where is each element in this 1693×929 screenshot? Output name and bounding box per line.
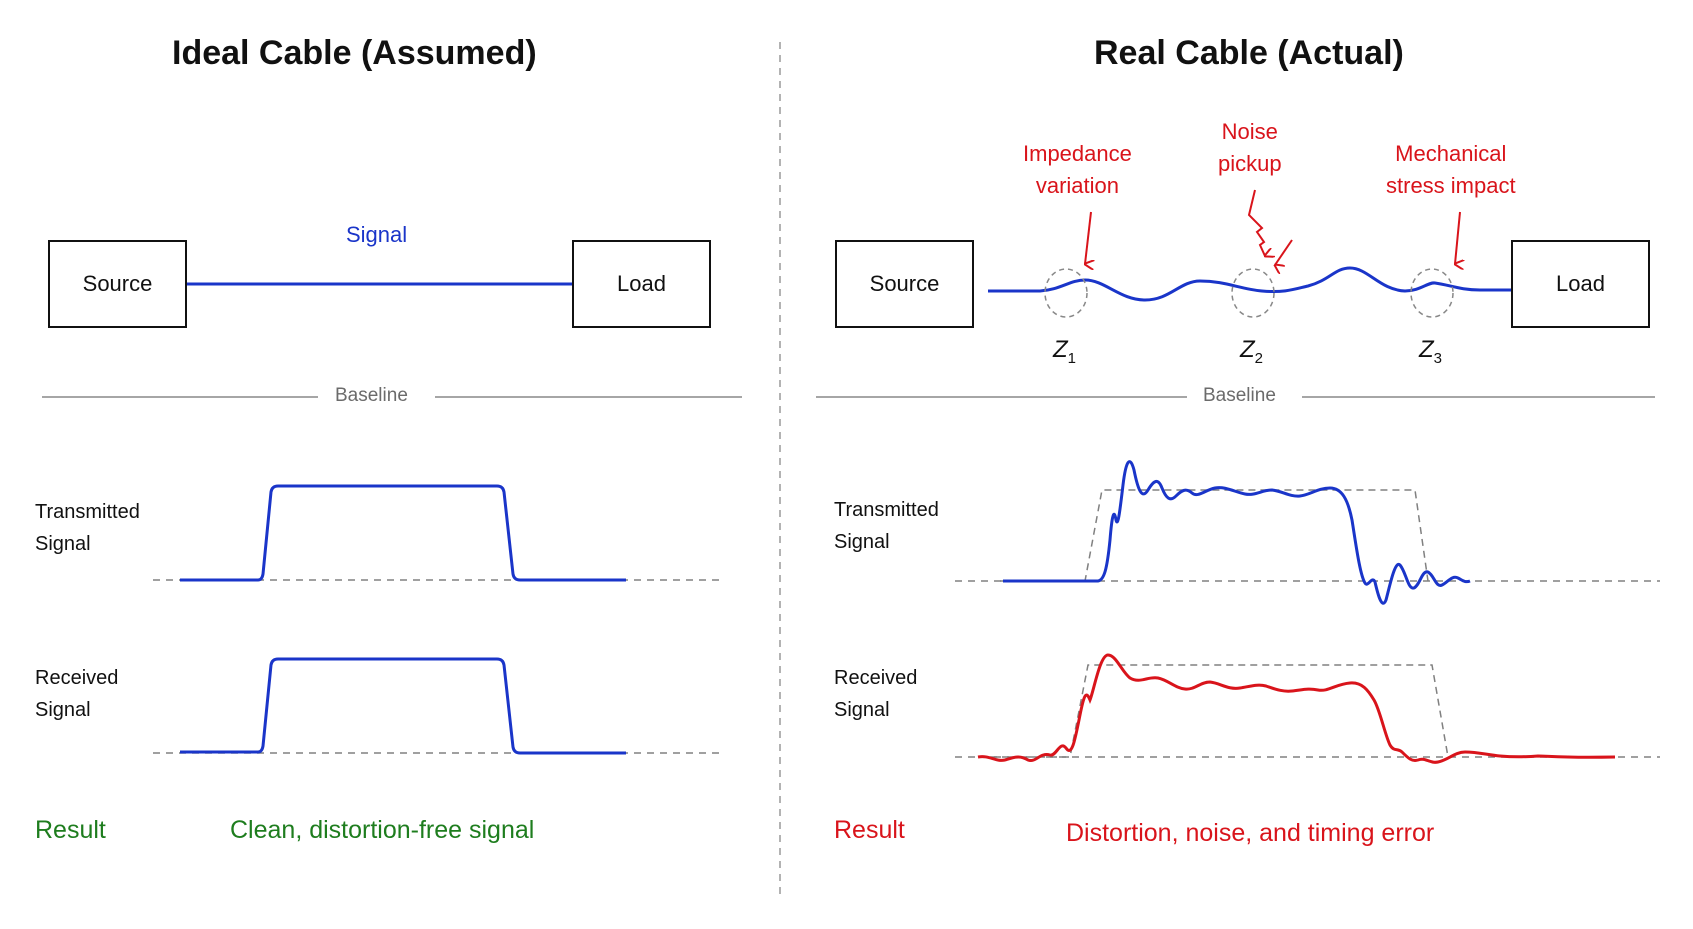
left-transmitted-line1: Transmitted <box>35 501 140 523</box>
right-source-box: Source <box>835 240 974 328</box>
left-transmitted-line2: Signal <box>35 533 91 555</box>
left-received-line2: Signal <box>35 699 91 721</box>
annotation-impedance-variation: Impedance variation <box>1023 141 1132 198</box>
left-result-label: Result <box>35 816 106 844</box>
arrow-noise-icon <box>1275 239 1293 265</box>
arrow-mechanical-icon <box>1455 211 1460 264</box>
right-received-label: Received Signal <box>834 662 917 726</box>
right-transmitted-line2: Signal <box>834 531 890 553</box>
left-received-waveform <box>180 657 626 755</box>
zone-circle-z3 <box>1410 268 1454 318</box>
right-source-label: Source <box>869 271 940 296</box>
right-transmitted-label: Transmitted Signal <box>834 494 939 558</box>
left-load-box: Load <box>572 240 711 328</box>
left-title: Ideal Cable (Assumed) <box>172 34 537 72</box>
right-result-label: Result <box>834 816 905 844</box>
zone-label-z2: Z2 <box>1240 336 1264 367</box>
right-transmitted-line1: Transmitted <box>834 499 939 521</box>
left-baseline-label: Baseline <box>335 385 408 406</box>
arrow-impedance-icon <box>1085 211 1091 264</box>
right-title: Real Cable (Actual) <box>1094 34 1404 72</box>
zone-circle-z2 <box>1231 268 1275 318</box>
right-transmitted-ideal-reference <box>1000 489 1429 582</box>
annotation-noise-pickup: Noise pickup <box>1218 119 1282 176</box>
left-received-label: Received Signal <box>35 662 118 726</box>
right-result-text: Distortion, noise, and timing error <box>1066 819 1435 847</box>
left-transmitted-label: Transmitted Signal <box>35 496 140 560</box>
left-signal-label: Signal <box>346 222 408 247</box>
zone-circle-z1 <box>1044 268 1088 318</box>
lightning-noise-icon <box>1247 189 1265 256</box>
right-baseline-label: Baseline <box>1203 385 1276 406</box>
left-source-box: Source <box>48 240 187 328</box>
right-real-cable <box>988 266 1511 302</box>
left-received-line1: Received <box>35 667 119 689</box>
right-received-waveform <box>977 653 1616 764</box>
zone-label-z1: Z1 <box>1053 336 1077 367</box>
right-received-line1: Received <box>834 667 918 689</box>
right-load-box: Load <box>1511 240 1650 328</box>
annotation-mechanical-stress: Mechanical stress impact <box>1386 141 1516 198</box>
right-load-label: Load <box>1556 271 1605 296</box>
right-received-ideal-reference <box>990 664 1449 758</box>
right-received-line2: Signal <box>834 699 890 721</box>
left-transmitted-waveform <box>180 484 626 582</box>
left-load-label: Load <box>617 271 666 296</box>
left-source-label: Source <box>82 271 153 296</box>
left-result-text: Clean, distortion-free signal <box>230 816 535 844</box>
zone-label-z3: Z3 <box>1419 336 1443 367</box>
right-transmitted-waveform <box>1003 460 1471 605</box>
